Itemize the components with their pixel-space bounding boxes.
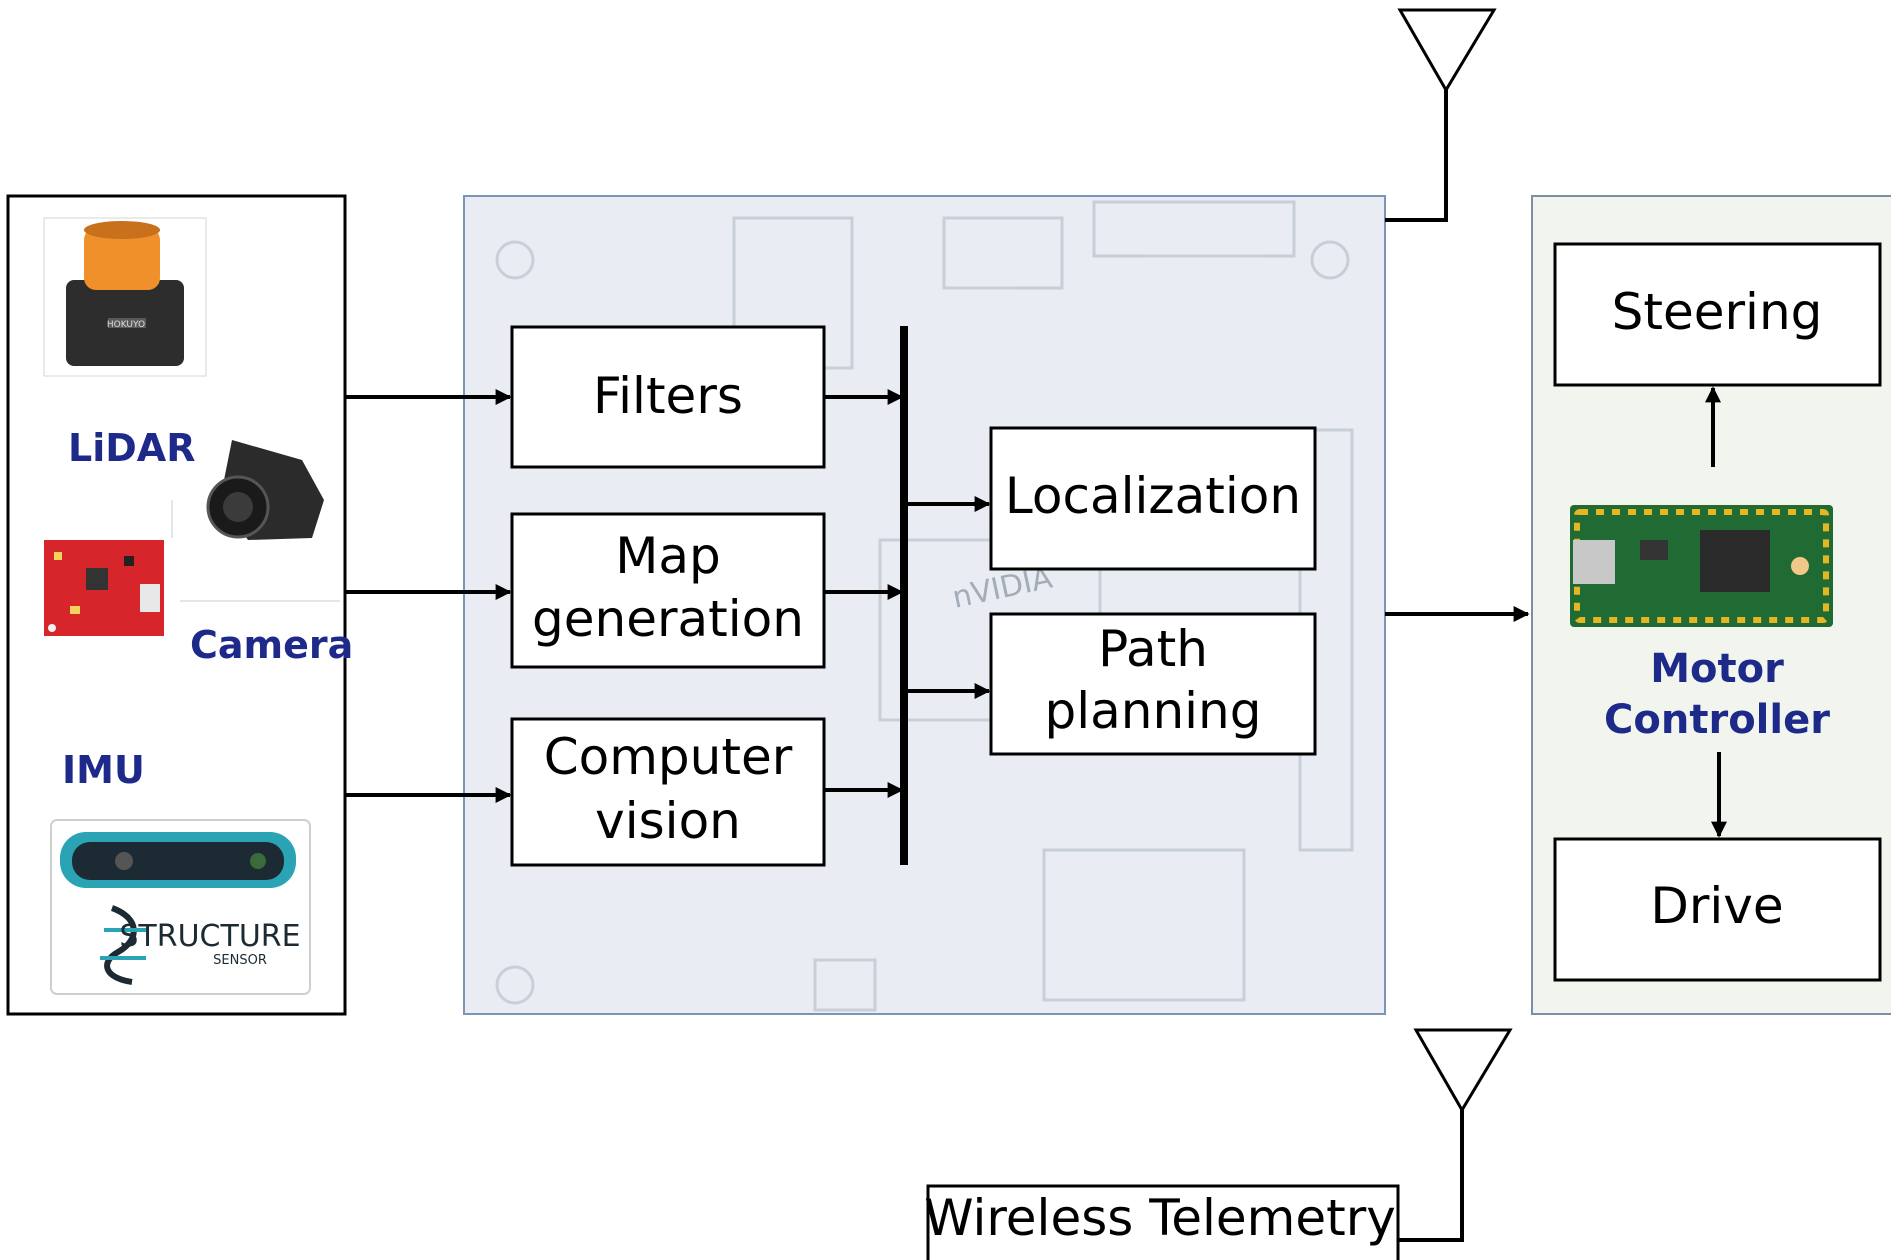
steering-label: Steering [1612, 283, 1823, 341]
structure-brand-text: STRUCTURE [119, 919, 300, 954]
motor-controller-label-line1: Motor [1650, 646, 1784, 692]
steering-block [1553, 242, 1882, 387]
filters-block [510, 325, 826, 469]
map-generation-label-line1: Map [615, 527, 721, 585]
imu-label: IMU [62, 748, 145, 792]
wireless-telemetry-label: Wireless Telemetry [924, 1189, 1396, 1247]
filters-label: Filters [593, 367, 743, 425]
lidar-label: LiDAR [68, 426, 195, 470]
computer-vision-label-line2: vision [595, 792, 741, 850]
lidar-image: HOKUYO [43, 217, 207, 377]
camera-image [206, 440, 324, 540]
structure-sub-text: SENSOR [213, 953, 267, 968]
lidar-brand-text: HOKUYO [107, 320, 145, 330]
computer-vision-label-line1: Computer [544, 728, 793, 786]
top-antenna-icon [1385, 8, 1497, 222]
sensors-panel: HOKUYO LiDAR Camera IMU [6, 194, 353, 1016]
drive-label: Drive [1650, 877, 1783, 935]
motor-controller-label-line2: Controller [1604, 697, 1830, 743]
path-planning-label-line2: planning [1045, 682, 1262, 740]
imu-image [44, 540, 164, 636]
computer-vision-block [510, 717, 826, 867]
localization-block [989, 426, 1317, 571]
motor-panel: Steering Motor Controller Drive [1531, 195, 1891, 1015]
wireless-telemetry-block [926, 1184, 1400, 1260]
bottom-antenna-icon [1398, 1028, 1513, 1242]
camera-label: Camera [190, 623, 353, 667]
map-generation-label-line2: generation [532, 590, 804, 648]
path-planning-label-line1: Path [1098, 620, 1208, 678]
map-generation-block [510, 512, 826, 669]
drive-block [1553, 837, 1882, 982]
localization-label: Localization [1005, 467, 1301, 525]
path-planning-block [989, 612, 1317, 756]
structure-sensor-image: STRUCTURE SENSOR [50, 819, 311, 995]
motor-controller-board-image [1570, 505, 1833, 627]
